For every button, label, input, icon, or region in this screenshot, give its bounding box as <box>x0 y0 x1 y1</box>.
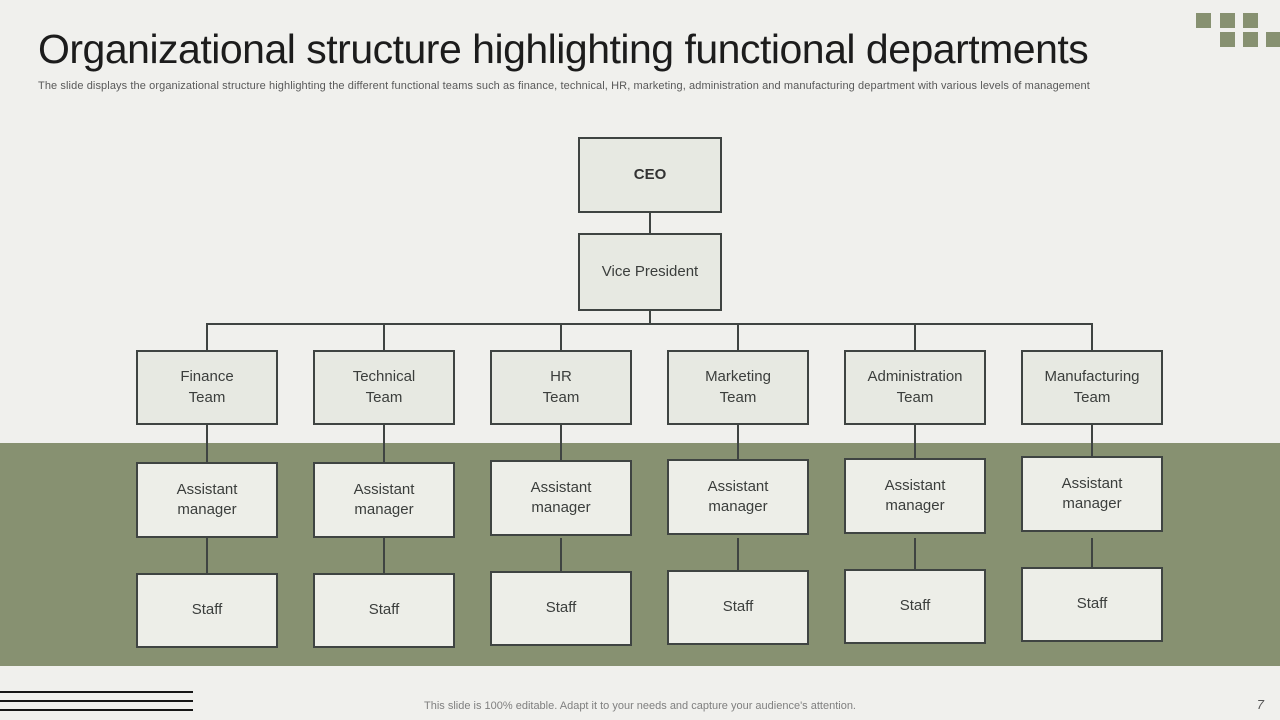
accent-square <box>1266 32 1280 47</box>
org-node-label: Staff <box>368 601 400 619</box>
connector-line <box>560 538 562 573</box>
accent-square <box>1243 13 1258 28</box>
accent-square <box>1220 13 1235 28</box>
connector-line <box>206 425 208 462</box>
org-node-label: Team <box>188 388 226 406</box>
org-node-team-marketing: Marketing Team <box>667 350 809 425</box>
org-node-label: Staff <box>722 598 754 616</box>
org-node-label: manager <box>1062 495 1122 512</box>
connector-line <box>914 325 916 350</box>
org-node-team-technical: Technical Team <box>313 350 455 425</box>
org-node-label: Team <box>542 388 580 406</box>
connector-line <box>914 425 916 462</box>
org-node-assistant-manager: Assistant manager <box>844 458 986 534</box>
org-node-label: Team <box>365 388 403 406</box>
connector-line <box>649 311 651 323</box>
org-node-label: Assistant <box>176 480 238 498</box>
footer-note: This slide is 100% editable. Adapt it to… <box>424 700 856 712</box>
org-node-label: manager <box>354 501 414 518</box>
footer-line <box>0 691 193 693</box>
org-node-label: Staff <box>899 597 931 615</box>
org-node-label: CEO <box>633 165 667 183</box>
footer-line <box>0 709 193 711</box>
org-node-label: Assistant <box>1061 474 1123 492</box>
org-node-label: Marketing <box>705 368 771 386</box>
org-node-label: Team <box>1073 388 1111 406</box>
org-node-staff: Staff <box>1021 567 1163 642</box>
org-node-label: Staff <box>191 601 223 619</box>
org-node-label: manager <box>177 501 237 518</box>
org-node-assistant-manager: Assistant manager <box>1021 456 1163 532</box>
org-node-assistant-manager: Assistant manager <box>667 459 809 535</box>
page-subtitle: The slide displays the organizational st… <box>38 80 1090 92</box>
org-node-label: Staff <box>545 599 577 617</box>
org-node-vice-president: Vice President <box>578 233 722 311</box>
org-node-label: Assistant <box>530 478 592 496</box>
connector-line <box>737 325 739 350</box>
connector-line <box>1091 325 1093 350</box>
org-node-label: Assistant <box>707 477 769 495</box>
org-node-staff: Staff <box>490 571 632 646</box>
org-node-label: Vice President <box>601 262 699 280</box>
org-node-label: Administration <box>867 368 963 386</box>
accent-square <box>1220 32 1235 47</box>
accent-square <box>1243 32 1258 47</box>
org-node-label: Team <box>719 388 757 406</box>
connector-line <box>206 325 208 350</box>
org-node-team-finance: Finance Team <box>136 350 278 425</box>
org-node-label: Finance <box>180 368 234 386</box>
org-node-ceo: CEO <box>578 137 722 213</box>
org-node-staff: Staff <box>844 569 986 644</box>
org-node-label: Assistant <box>353 480 415 498</box>
org-node-team-administration: Administration Team <box>844 350 986 425</box>
connector-line <box>737 538 739 573</box>
connector-line <box>1091 538 1093 573</box>
org-node-label: Manufacturing <box>1044 368 1140 386</box>
connector-line <box>1091 425 1093 462</box>
org-node-label: HR <box>550 368 572 386</box>
org-node-label: Assistant <box>884 476 946 494</box>
org-node-staff: Staff <box>313 573 455 648</box>
connector-line <box>649 213 651 233</box>
org-node-label: Technical <box>352 368 416 386</box>
connector-line <box>206 538 208 573</box>
connector-line <box>914 538 916 573</box>
org-node-label: Staff <box>1076 595 1108 613</box>
connector-line <box>560 325 562 350</box>
org-node-label: manager <box>531 499 591 516</box>
org-node-staff: Staff <box>136 573 278 648</box>
connector-line <box>737 425 739 462</box>
connector-line <box>383 325 385 350</box>
org-node-assistant-manager: Assistant manager <box>313 462 455 538</box>
org-node-label: manager <box>708 498 768 515</box>
page-title: Organizational structure highlighting fu… <box>38 26 1089 72</box>
org-node-staff: Staff <box>667 570 809 645</box>
connector-line <box>383 538 385 573</box>
org-node-label: Team <box>896 388 934 406</box>
org-node-team-hr: HR Team <box>490 350 632 425</box>
connector-line <box>206 323 1093 325</box>
connector-line <box>383 425 385 462</box>
accent-square <box>1196 13 1211 28</box>
connector-line <box>560 425 562 462</box>
org-node-team-manufacturing: Manufacturing Team <box>1021 350 1163 425</box>
org-node-assistant-manager: Assistant manager <box>136 462 278 538</box>
org-node-label: manager <box>885 497 945 514</box>
page-number: 7 <box>1256 697 1264 712</box>
footer-line <box>0 700 193 702</box>
org-node-assistant-manager: Assistant manager <box>490 460 632 536</box>
